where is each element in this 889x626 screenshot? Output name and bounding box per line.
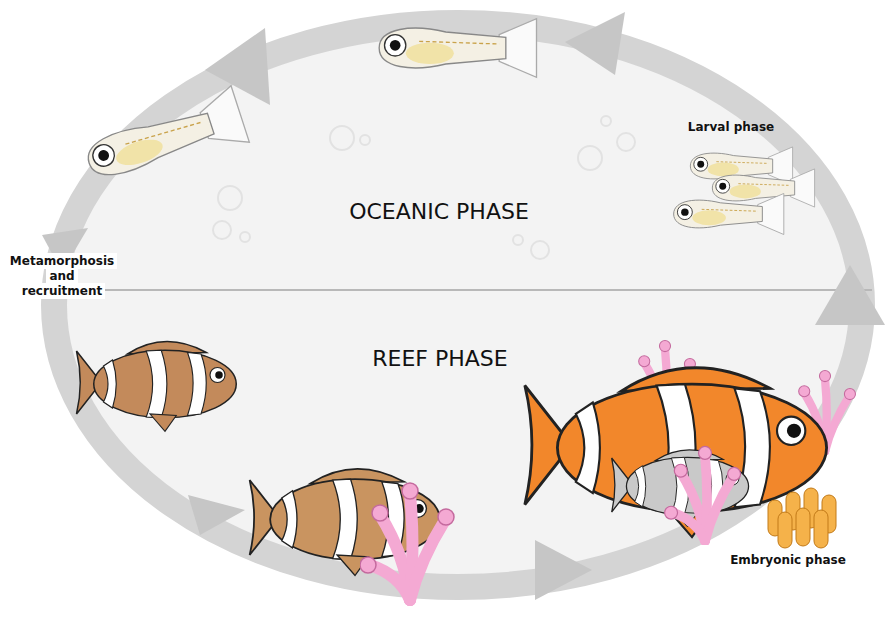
phase-label: Embryonic phase — [718, 553, 858, 568]
label-ground: Embryonic phase — [727, 552, 849, 568]
label-ground: Metamorphosis and recruitment — [7, 253, 117, 299]
phase-label: Metamorphosis and recruitment — [6, 254, 118, 299]
region-label: REEF PHASE — [290, 345, 590, 373]
region-label: OCEANIC PHASE — [289, 198, 589, 226]
phase-label: Larval phase — [661, 120, 801, 135]
